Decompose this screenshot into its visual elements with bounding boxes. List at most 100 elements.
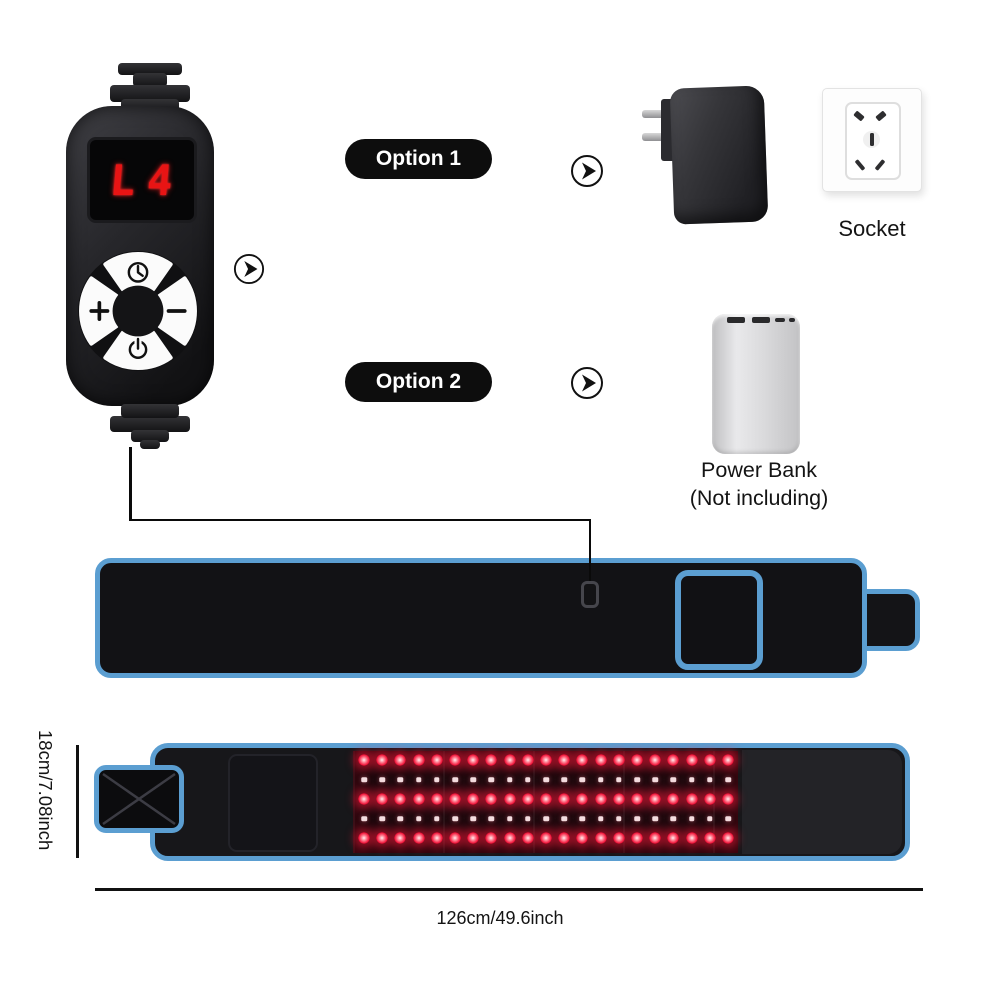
led-dot <box>579 776 586 783</box>
plus-icon <box>89 301 110 321</box>
controller-bottom-tip <box>140 440 160 449</box>
red-led <box>722 832 734 844</box>
belt-connector-port <box>581 581 599 608</box>
red-led <box>703 754 716 766</box>
led-dot <box>634 815 640 822</box>
led-dot <box>379 776 385 783</box>
usb-port <box>752 317 770 323</box>
belt-end-tab <box>94 765 184 833</box>
led-dot <box>652 815 658 822</box>
red-led <box>358 754 370 766</box>
cable-segment <box>588 518 591 583</box>
led-dot <box>707 815 713 822</box>
led-dot <box>561 776 567 783</box>
option-2-pill: Option 2 <box>345 362 492 402</box>
socket-slot <box>869 133 874 146</box>
red-led <box>612 832 625 844</box>
led-dot <box>397 815 404 822</box>
red-led <box>685 832 698 844</box>
red-led <box>558 832 571 844</box>
red-led <box>685 754 698 766</box>
led-dot <box>597 815 604 822</box>
red-led <box>722 793 734 805</box>
red-led <box>394 793 407 805</box>
red-led <box>358 832 370 844</box>
power-bank-label: Power Bank (Not including) <box>630 456 888 512</box>
red-led <box>430 793 443 805</box>
red-led <box>412 793 425 805</box>
red-led <box>612 754 625 766</box>
led-dot <box>525 776 531 783</box>
red-led <box>394 832 407 844</box>
led-dot <box>725 776 731 783</box>
x-stitch-pattern <box>102 772 176 826</box>
red-led <box>430 754 443 766</box>
led-dot <box>579 815 586 822</box>
led-dot <box>597 776 604 783</box>
right-arrow-icon <box>571 155 603 187</box>
adapter-prong <box>642 110 676 118</box>
led-dot <box>470 815 476 822</box>
red-led <box>612 793 625 805</box>
red-led <box>631 793 643 805</box>
led-dot <box>415 776 422 783</box>
controller-pocket <box>675 570 763 670</box>
led-dot <box>415 815 422 822</box>
led-dot <box>670 815 677 822</box>
red-led <box>521 754 534 766</box>
led-dot <box>361 776 367 783</box>
red-led <box>503 832 516 844</box>
led-panel <box>353 751 738 853</box>
power-icon <box>128 337 148 359</box>
red-led <box>503 754 516 766</box>
red-led <box>649 832 662 844</box>
option-1-pill: Option 1 <box>345 139 492 179</box>
red-led <box>449 832 461 844</box>
red-led <box>703 832 716 844</box>
red-led <box>485 754 498 766</box>
red-led <box>467 754 480 766</box>
red-led <box>576 793 589 805</box>
red-led <box>576 754 589 766</box>
cluster-center <box>112 285 164 337</box>
red-led <box>485 832 498 844</box>
red-led <box>485 793 498 805</box>
red-led <box>358 793 370 805</box>
led-dot <box>543 815 549 822</box>
length-measure-line <box>95 888 923 891</box>
controller-led-display: L4 <box>87 137 197 223</box>
led-dot <box>707 776 713 783</box>
usb-port <box>727 317 745 323</box>
led-dot <box>670 776 677 783</box>
red-led <box>376 754 389 766</box>
red-led <box>594 754 607 766</box>
red-led <box>685 793 698 805</box>
adapter-prong <box>642 133 678 141</box>
controller-bottom-stem <box>131 430 169 442</box>
cable-segment <box>129 518 591 521</box>
red-led <box>722 754 734 766</box>
red-led <box>540 832 552 844</box>
led-dot <box>616 815 622 822</box>
clock-icon <box>127 261 149 283</box>
controller-button-cluster <box>78 251 198 371</box>
power-bank-button <box>789 318 795 322</box>
belt-inside-pocket <box>228 754 318 852</box>
led-dot <box>525 815 531 822</box>
option-1-label: Option 1 <box>375 147 462 170</box>
red-led <box>467 832 480 844</box>
red-led <box>667 754 680 766</box>
red-led <box>649 793 662 805</box>
red-led <box>558 754 571 766</box>
red-led <box>594 793 607 805</box>
led-dot <box>543 776 549 783</box>
led-dot <box>452 815 458 822</box>
option-2-label: Option 2 <box>375 370 462 393</box>
led-dot <box>452 776 458 783</box>
display-value: L4 <box>107 155 187 205</box>
height-dimension-label: 18cm/7.08inch <box>35 730 56 851</box>
controller-bottom-flange <box>110 416 190 432</box>
red-led <box>703 793 716 805</box>
led-dot <box>561 815 567 822</box>
red-led <box>667 832 680 844</box>
